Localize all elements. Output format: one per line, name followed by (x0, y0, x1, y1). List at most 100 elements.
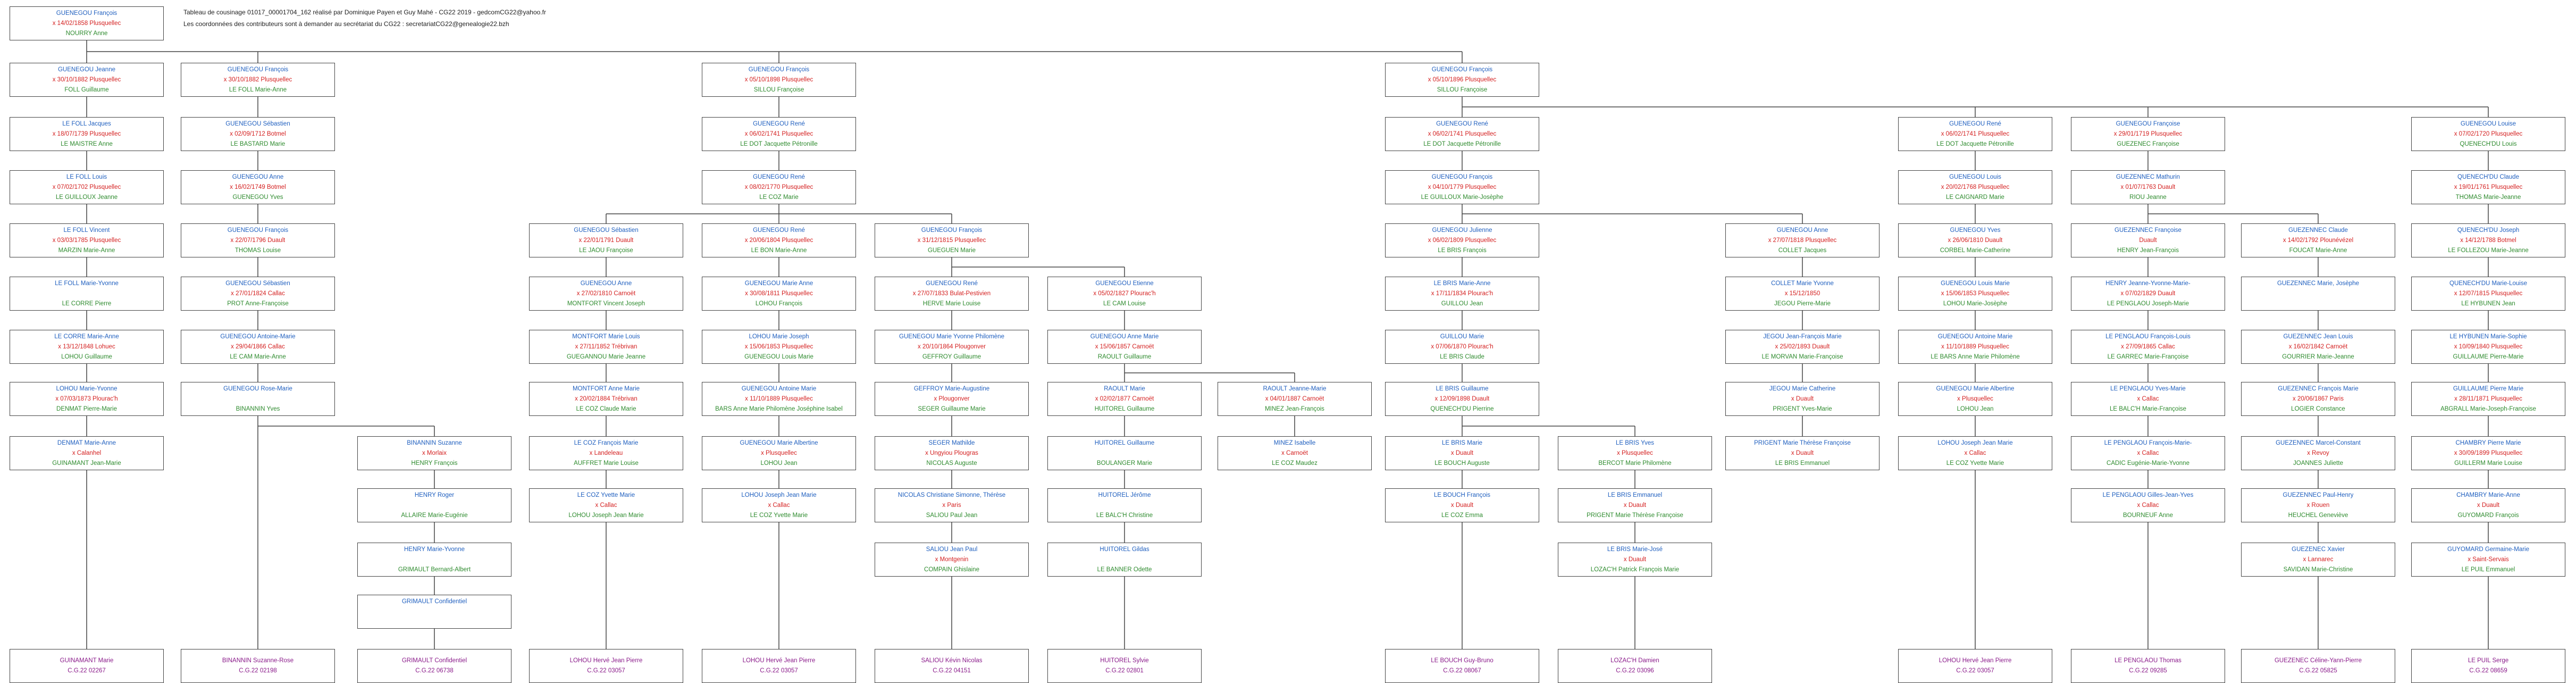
descendant-name: BINANNIN Suzanne-Rose (222, 657, 294, 664)
marriage-info: x 01/07/1763 Duault (2120, 184, 2176, 190)
marriage-info: x 30/08/1811 Plusquellec (745, 290, 813, 297)
marriage-info: x 22/01/1791 Duault (578, 237, 634, 244)
person-name: GUILLOU Marie (1440, 333, 1484, 340)
spouse-name: LE GUILLOUX Jeanne (55, 194, 118, 201)
spouse-name: LOHOU Guillaume (61, 353, 112, 360)
descendant-name: GUEZENEC Céline-Yann-Pierre (2274, 657, 2362, 664)
person-name: GUENEGOU François (1431, 173, 1493, 180)
spouse-name: LE HYBUNEN Jean (2461, 300, 2515, 307)
spouse-name: LE COZ Yvette Marie (750, 512, 808, 519)
spouse-name: LOHOU François (755, 300, 803, 307)
person-name: HENRY Roger (414, 492, 455, 498)
person-name: GUENEGOU Louis Marie (1941, 280, 2010, 287)
person-name: GUENEGOU Anne (232, 173, 284, 180)
member-number: C.G.22 05825 (2299, 668, 2337, 674)
marriage-info: x 20/10/1864 Plougonver (918, 343, 986, 350)
person-name: GUEZENNEC Claude (2288, 227, 2348, 234)
spouse-name: LE CAIGNARD Marie (1946, 194, 2004, 201)
spouse-name: LE BASTARD Marie (230, 140, 286, 147)
person-name: GUENEGOU Sébastien (225, 120, 290, 127)
marriage-info: x 15/12/1850 (1784, 290, 1820, 297)
marriage-info: x 06/02/1741 Plusquellec (1941, 130, 2010, 137)
marriage-info: x 04/10/1779 Plusquellec (1428, 184, 1497, 190)
person-name: GUENEGOU René (926, 280, 978, 287)
marriage-info (1123, 448, 1125, 459)
person-name: LE PENGLAOU Gilles-Jean-Yves (2102, 492, 2194, 498)
spouse-name: BOURNEUF Anne (2123, 512, 2173, 519)
spouse-name: GUENEGOU Louis Marie (744, 353, 813, 360)
marriage-info: x 27/11/1852 Trébrivan (575, 343, 637, 350)
descendant-name: LE PENGLAOU Thomas (2114, 657, 2181, 664)
marriage-info: x 20/06/1804 Plusquellec (744, 237, 813, 244)
marriage-info: x 25/02/1893 Duault (1775, 343, 1830, 350)
spouse-name: LE GUILLOUX Marie-Josèphe (1421, 194, 1504, 201)
person-name: HUITOREL Guillaume (1094, 439, 1155, 446)
person-name: RAOULT Marie (1104, 385, 1145, 392)
person-name: GUENEGOU François (921, 227, 983, 234)
marriage-info: x Ungyiou Plougras (925, 449, 978, 456)
marriage-info: x 08/02/1770 Plusquellec (744, 184, 813, 190)
spouse-name: GUILLAUME Pierre-Marie (2453, 353, 2524, 360)
spouse-name: BOULANGER Marie (1096, 460, 1153, 467)
person-name: LE HYBUNEN Marie-Sophie (2449, 333, 2527, 340)
person-name: LOHOU Joseph Jean Marie (1937, 439, 2013, 446)
spouse-name: LE FOLLEZOU Marie-Jeanne (2448, 247, 2529, 254)
member-number: C.G.22 03057 (587, 668, 625, 674)
person-name: GUENEGOU René (1436, 120, 1488, 127)
spouse-name: GOURRIER Marie-Jeanne (2282, 353, 2354, 360)
header-line-1: Tableau de cousinage 01017_00001704_162 … (183, 9, 546, 16)
marriage-info: x 19/01/1761 Plusquellec (2454, 184, 2523, 190)
marriage-info: x Plougonver (934, 395, 970, 402)
descendant-name: LE PUIL Serge (2468, 657, 2509, 664)
person-name: LE FOLL Louis (66, 173, 107, 180)
spouse-name: RIOU Jeanne (2129, 194, 2167, 201)
person-name: NICOLAS Christiane Simonne, Thérèse (897, 492, 1006, 498)
marriage-info: x 27/07/1818 Plusquellec (1768, 237, 1837, 244)
spouse-name: ALLAIRE Marie-Eugénie (401, 512, 468, 519)
person-name: GUENEGOU René (753, 120, 805, 127)
person-name: GUENEGOU Françoise (2116, 120, 2180, 127)
person-name: GUENEGOU Antoine-Marie (220, 333, 296, 340)
person-box: HUITOREL Gildas LE BANNER Odette (1047, 543, 1202, 577)
spouse-name: MINEZ Jean-François (1265, 405, 1324, 412)
person-name: LE FOLL Marie-Yvonne (55, 280, 119, 287)
marriage-info: x 07/06/1870 Plourac'h (1431, 343, 1493, 350)
person-box: HENRY Jeanne-Yvonne-Marie-x 07/02/1829 D… (2071, 277, 2225, 311)
marriage-info: x 15/06/1853 Plusquellec (1941, 290, 2010, 297)
person-name: GUILLAUME Pierre Marie (2453, 385, 2524, 392)
spouse-name: BINANNIN Yves (236, 405, 280, 412)
spouse-name: LE BRIS Emmanuel (1775, 460, 1830, 467)
person-name: LOHOU Marie Joseph (749, 333, 809, 340)
marriage-info (1123, 501, 1125, 511)
marriage-info: x 30/09/1899 Plusquellec (2454, 449, 2523, 456)
spouse-name: LE MAISTRE Anne (61, 140, 113, 147)
spouse-name: PRIGENT Yves-Marie (1773, 405, 1832, 412)
spouse-name: LOHOU Jean (1957, 405, 1994, 412)
marriage-info: x 17/11/1834 Plourac'h (1431, 290, 1493, 297)
spouse-name: HENRY François (411, 460, 458, 467)
person-name: LE PENGLAOU Yves-Marie (2110, 385, 2186, 392)
